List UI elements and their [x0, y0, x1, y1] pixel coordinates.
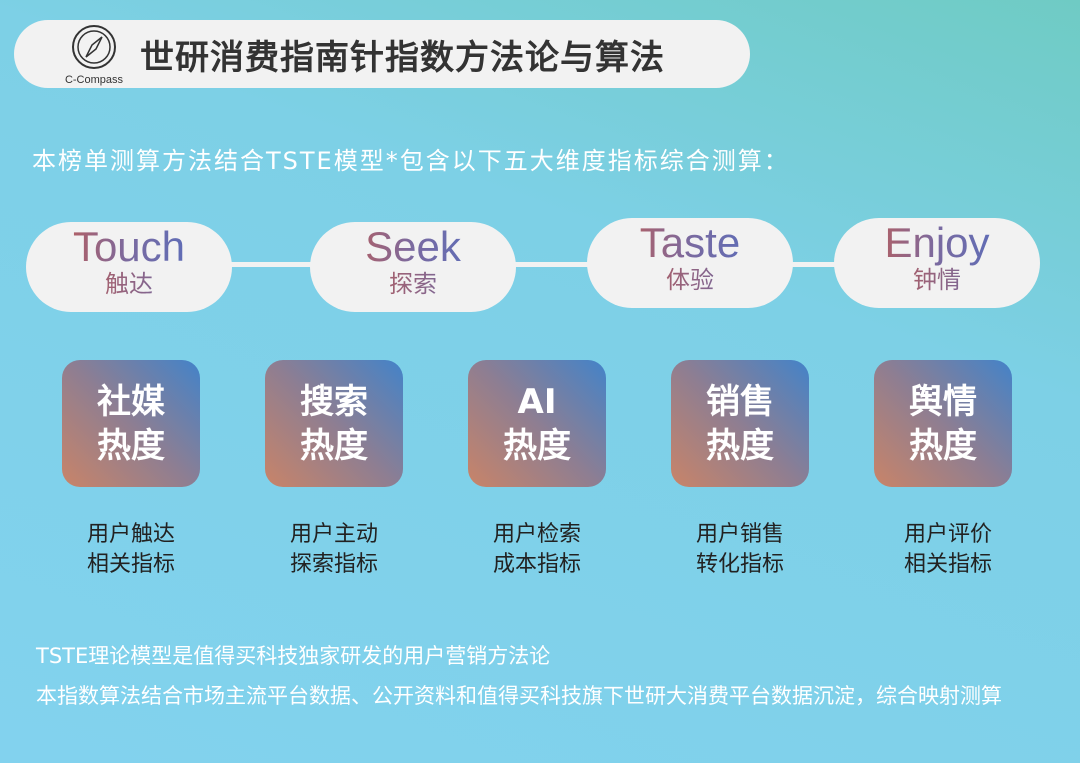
index-caption: 用户评价相关指标	[868, 520, 1028, 580]
dimension-en: Enjoy	[834, 220, 1040, 266]
caption-line: 探索指标	[289, 552, 378, 577]
tile-line2: 热度	[97, 426, 165, 466]
footnote-tste: TSTE理论模型是值得买科技独家研发的用户营销方法论	[36, 644, 551, 668]
index-tile-sales: 销售热度	[671, 360, 809, 487]
tile-line2: 热度	[909, 426, 977, 466]
index-caption: 用户主动探索指标	[254, 520, 414, 580]
logo-text: C-Compass	[64, 74, 124, 86]
index-tile-social: 社媒热度	[62, 360, 200, 487]
header-banner: C-Compass 世研消费指南针指数方法论与算法	[14, 20, 750, 88]
page-title: 世研消费指南针指数方法论与算法	[140, 38, 665, 78]
dimension-en: Seek	[310, 224, 516, 270]
tile-line1: 搜索	[300, 382, 368, 422]
caption-line: 用户检索	[492, 522, 581, 547]
dimension-taste: Taste 体验	[587, 218, 793, 308]
connector-line	[200, 262, 880, 267]
caption-line: 用户触达	[86, 522, 175, 547]
dimension-touch: Touch 触达	[26, 222, 232, 312]
dimension-zh: 触达	[26, 270, 232, 298]
index-caption: 用户触达相关指标	[51, 520, 211, 580]
caption-line: 用户销售	[695, 522, 784, 547]
dimension-zh: 体验	[587, 266, 793, 294]
dimension-zh: 探索	[310, 270, 516, 298]
dimension-en: Touch	[26, 224, 232, 270]
caption-line: 相关指标	[86, 552, 175, 577]
tile-line1: 销售	[706, 382, 774, 422]
footnote-algorithm: 本指数算法结合市场主流平台数据、公开资料和值得买科技旗下世研大消费平台数据沉淀，…	[36, 684, 1002, 708]
tile-line2: 热度	[300, 426, 368, 466]
tile-line2: 热度	[706, 426, 774, 466]
tile-line1: 舆情	[909, 382, 977, 422]
dimension-zh: 钟情	[834, 266, 1040, 294]
dimension-seek: Seek 探索	[310, 222, 516, 312]
c-compass-logo: C-Compass	[54, 22, 134, 86]
caption-line: 相关指标	[903, 552, 992, 577]
caption-line: 成本指标	[492, 552, 581, 577]
index-tile-sentiment: 舆情热度	[874, 360, 1012, 487]
compass-icon	[72, 25, 116, 69]
dimension-enjoy: Enjoy 钟情	[834, 218, 1040, 308]
index-caption: 用户检索成本指标	[457, 520, 617, 580]
tile-line1: AI	[517, 382, 557, 422]
tile-line2: 热度	[503, 426, 571, 466]
subtitle: 本榜单测算方法结合TSTE模型*包含以下五大维度指标综合测算：	[32, 147, 790, 175]
index-tile-search: 搜索热度	[265, 360, 403, 487]
caption-line: 用户评价	[903, 522, 992, 547]
index-caption: 用户销售转化指标	[660, 520, 820, 580]
caption-line: 转化指标	[695, 552, 784, 577]
dimension-en: Taste	[587, 220, 793, 266]
caption-line: 用户主动	[289, 522, 378, 547]
tile-line1: 社媒	[97, 382, 165, 422]
